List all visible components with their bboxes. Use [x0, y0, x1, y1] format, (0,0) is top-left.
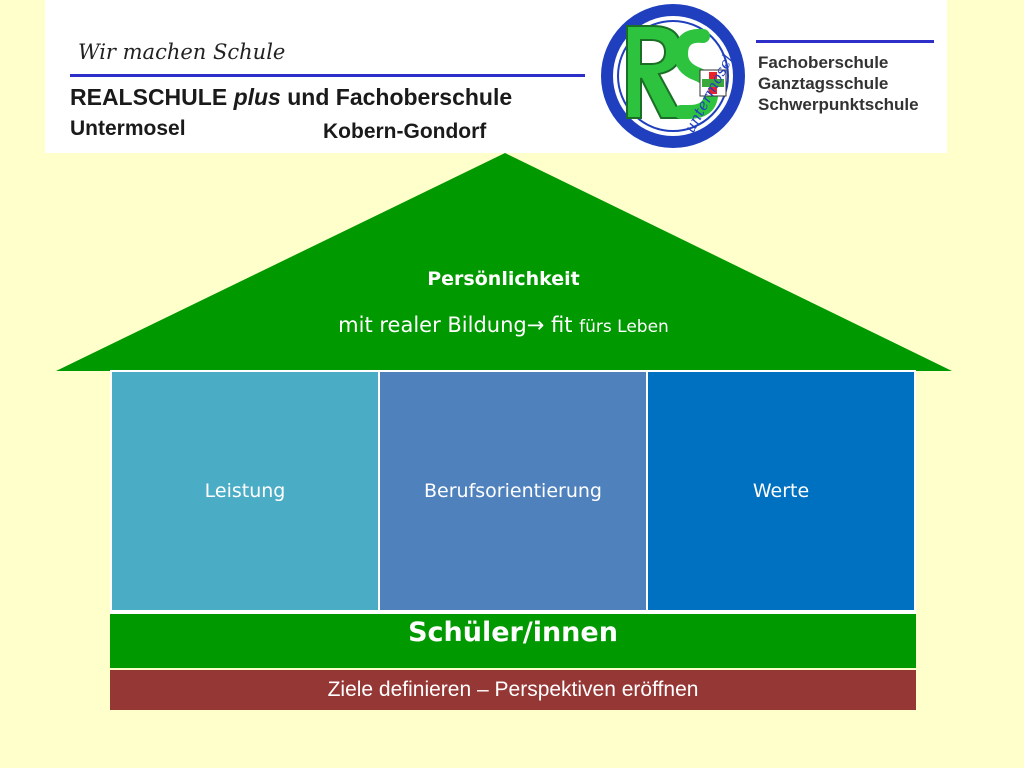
school-logo-icon: untermosel [601, 4, 745, 148]
school-town: Kobern-Gondorf [323, 120, 487, 143]
school-motto: Wir machen Schule [78, 40, 286, 64]
school-type-item: Schwerpunktschule [758, 95, 919, 114]
school-name-suffix: und Fachoberschule [287, 84, 513, 110]
school-name: REALSCHULE plus und Fachoberschule [70, 84, 512, 111]
header-rule-left [70, 74, 585, 77]
school-place: Untermosel [70, 117, 186, 140]
roof-subtitle-small: fürs Leben [579, 317, 669, 337]
school-name-prefix: REALSCHULE [70, 84, 228, 110]
house-pillars: Leistung Berufsorientierung Werte [110, 370, 916, 612]
school-name-plus: plus [233, 84, 281, 110]
roof-triangle [56, 153, 952, 371]
school-types-list: Fachoberschule Ganztagsschule Schwerpunk… [758, 52, 919, 115]
roof-subtitle: mit realer Bildung→ fit fürs Leben [0, 313, 1007, 337]
house-base: Ziele definieren – Perspektiven eröffnen [110, 670, 916, 710]
header-banner: Wir machen Schule REALSCHULE plus und Fa… [45, 0, 947, 153]
roof-title: Persönlichkeit [427, 268, 580, 290]
base-label: Ziele definieren – Perspektiven eröffnen [327, 678, 699, 701]
header-rule-right [756, 40, 934, 43]
pillar-leistung: Leistung [112, 372, 378, 610]
house-roof [56, 153, 952, 371]
house-foundation: Schüler/innen [110, 612, 916, 668]
foundation-label: Schüler/innen [408, 617, 618, 648]
school-type-item: Fachoberschule [758, 53, 889, 72]
pillar-berufsorientierung: Berufsorientierung [380, 372, 646, 610]
pillar-werte: Werte [648, 372, 914, 610]
roof-subtitle-main: mit realer Bildung→ fit [338, 313, 573, 337]
school-type-item: Ganztagsschule [758, 74, 889, 93]
